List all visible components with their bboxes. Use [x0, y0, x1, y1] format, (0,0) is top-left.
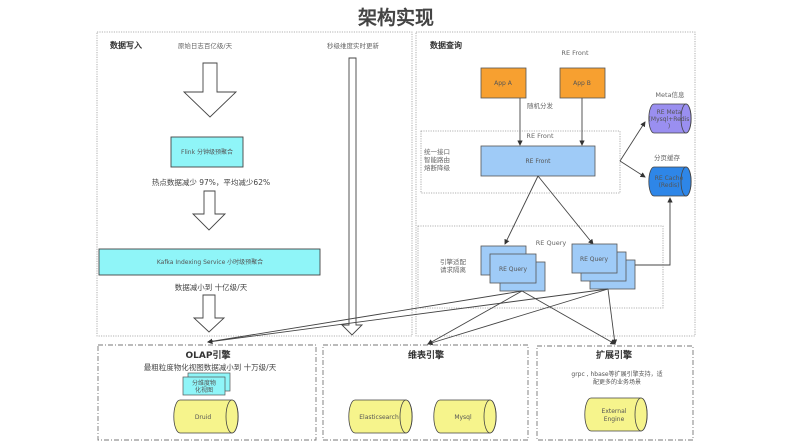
- re-query-group: [417, 225, 664, 309]
- query-desc-line: 请求隔离: [440, 265, 467, 274]
- connector: [207, 290, 523, 344]
- elasticsearch-label: Elasticsearch: [359, 414, 399, 421]
- connector: [537, 175, 594, 245]
- raw-log-label: 原始日志百亿级/天: [178, 41, 233, 50]
- page-title: 架构实现: [357, 6, 434, 29]
- external-engine-label: External: [602, 408, 627, 415]
- realtime-arrow-icon: [340, 57, 364, 336]
- flink-box: [170, 136, 244, 168]
- flow-arrow-icon: [182, 62, 238, 118]
- ingest-section-label: 数据写入: [110, 40, 142, 50]
- re-cache-db: [648, 166, 692, 197]
- re-query-label: RE Query: [499, 266, 528, 273]
- re-meta-label: (Mysql+Redis: [649, 116, 690, 123]
- re-cache-label: RE Cache: [655, 175, 684, 182]
- cache-label: 分页缓存: [654, 153, 681, 162]
- re-meta-db: [648, 103, 692, 134]
- connector: [504, 175, 539, 245]
- kafka-box: [98, 248, 321, 276]
- re-front-box: [480, 145, 596, 177]
- ext-engine-title: 扩展引擎: [596, 349, 632, 361]
- external-engine-label: Engine: [604, 416, 625, 423]
- connector: [635, 197, 673, 266]
- connector: [619, 121, 646, 162]
- query-section: [415, 31, 696, 337]
- re-meta-label: RE Meta: [657, 109, 682, 116]
- connector: [207, 288, 609, 345]
- druid-label: Druid: [195, 414, 212, 421]
- elasticsearch-db: [348, 399, 413, 434]
- olap-engine-section: [97, 344, 317, 441]
- front-desc-line: 智能路由: [424, 155, 450, 164]
- flink-result-label: 热点数据减少 97%，平均减少62%: [152, 177, 270, 187]
- query-desc-line: 引擎适配: [440, 257, 467, 266]
- re-query-stack-2: [571, 243, 636, 290]
- olap-engine-desc: 最粗粒度物化视图数据减小到 十万级/天: [144, 362, 277, 372]
- front-desc-line: 统一接口: [424, 147, 450, 156]
- ext-engine-desc: 配更多的业务场景: [593, 378, 641, 386]
- mysql-label: Mysql: [454, 414, 472, 421]
- kafka-box-label: Kafka Indexing Service 小时级预聚合: [157, 258, 263, 266]
- re-front-box-label: RE Front: [525, 158, 551, 165]
- materialized-view-label: 分维度物: [192, 379, 216, 387]
- app-b-label: App B: [573, 80, 591, 87]
- dim-engine-section: [322, 344, 529, 441]
- ingest-section: [96, 31, 413, 337]
- connector: [619, 160, 646, 178]
- query-section-label: 数据查询: [430, 40, 462, 50]
- mysql-db: [433, 399, 497, 434]
- app-a-label: App A: [494, 80, 513, 87]
- ext-engine-section: [536, 345, 694, 441]
- app-b-box: [559, 67, 606, 99]
- meta-label: Meta信息: [655, 90, 685, 99]
- re-query-label: RE Query: [580, 256, 609, 263]
- kafka-result-label: 数据减小到 十亿级/天: [175, 282, 248, 292]
- connector: [427, 288, 609, 346]
- olap-engine-title: OLAP引擎: [186, 349, 231, 361]
- materialized-view-stack: [182, 372, 231, 396]
- connector: [427, 290, 523, 345]
- flow-arrow-icon: [191, 190, 227, 231]
- re-query-group-label: RE Query: [536, 239, 567, 247]
- app-a-box: [480, 67, 527, 99]
- front-desc-line: 熔断降级: [424, 163, 451, 172]
- re-meta-label: ): [668, 123, 670, 130]
- realtime-label: 秒级维度实时更新: [327, 41, 380, 50]
- flow-arrow-icon: [192, 294, 226, 333]
- ext-engine-desc: grpc , hbase等扩展引擎支持，适: [571, 370, 662, 378]
- connector: [607, 288, 618, 345]
- re-front-top-label: RE Front: [561, 49, 589, 57]
- dim-engine-title: 维表引擎: [408, 349, 444, 361]
- re-cache-label: (Redis): [659, 182, 680, 189]
- materialized-view-label: 化视图: [195, 386, 213, 394]
- external-engine-db: [584, 397, 648, 432]
- re-front-group-label: RE Front: [526, 132, 554, 140]
- dispatch-label: 随机分发: [527, 101, 554, 110]
- re-front-group: [420, 130, 621, 194]
- druid-db: [173, 399, 239, 434]
- flink-box-label: Flink 分钟级预聚合: [181, 148, 233, 156]
- connector: [521, 290, 616, 345]
